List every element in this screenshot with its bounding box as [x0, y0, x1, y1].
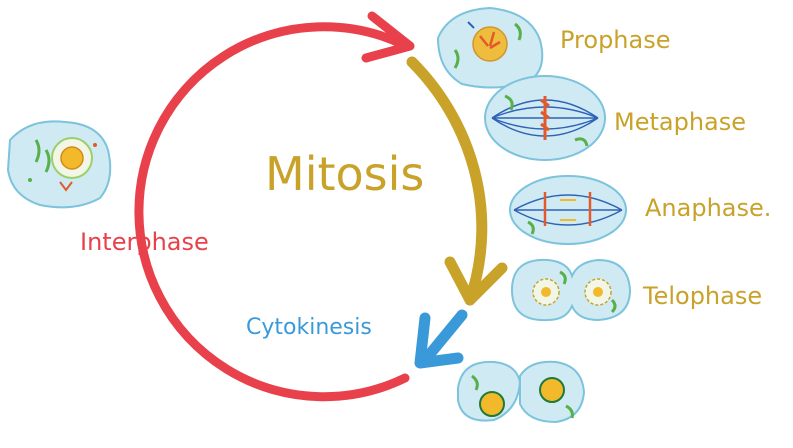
cytokinesis-label: Cytokinesis — [246, 315, 372, 340]
metaphase-cell — [484, 75, 606, 161]
interphase-label: Interphase — [80, 228, 209, 256]
mitosis-arrowhead — [444, 256, 508, 306]
mitosis-label: Mitosis — [265, 147, 424, 201]
interphase-cell — [6, 120, 112, 209]
telophase-cell — [510, 258, 632, 322]
anaphase-label: Anaphase. — [645, 194, 771, 222]
daughter-cells — [457, 360, 586, 424]
telophase-label: Telophase — [642, 282, 762, 310]
metaphase-label: Metaphase — [614, 108, 746, 136]
cytokinesis-arrow — [419, 309, 468, 366]
cytokinesis-arrowhead — [414, 312, 464, 369]
mitosis-arc — [406, 56, 488, 306]
interphase-arc — [134, 22, 410, 402]
interphase-arrowhead — [361, 11, 415, 63]
prophase-label: Prophase — [560, 26, 671, 54]
anaphase-cell — [509, 175, 627, 245]
prophase-cell — [436, 6, 544, 89]
